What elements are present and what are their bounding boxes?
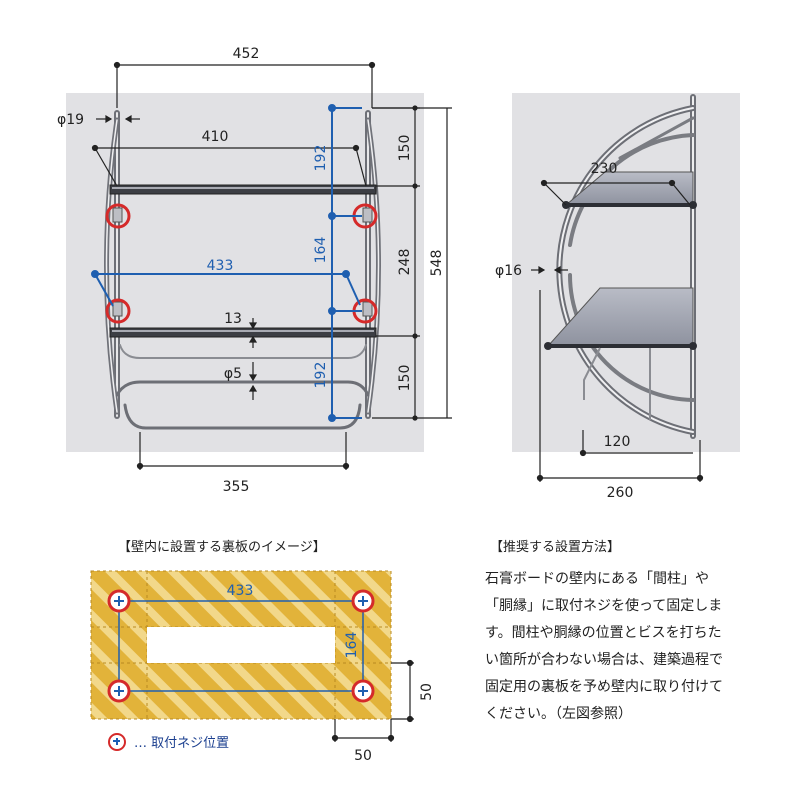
- dim-inner-410: 410: [202, 129, 229, 145]
- front-dimension-lines: [91, 61, 452, 470]
- dim-rod-diameter: φ5: [224, 366, 242, 382]
- screw-marker-top-left: [105, 203, 131, 229]
- front-photo-bg: [66, 93, 424, 452]
- method-line: 石膏ボードの壁内にある「間柱」や: [485, 571, 709, 587]
- dim-rail-13: 13: [224, 311, 242, 327]
- backing-heading: 【壁内に設置する裏板のイメージ】: [118, 540, 326, 555]
- front-view: 452 φ19 410 355 13 φ5 150 248 548 150 43…: [57, 46, 452, 495]
- side-dimension-lines: [531, 179, 704, 482]
- dim-bottom-355: 355: [223, 479, 250, 495]
- dim-depth-120: 120: [604, 434, 631, 450]
- method-line: い箇所が合わない場合は、建築過程で: [485, 652, 723, 668]
- dim-height-150-top: 150: [397, 135, 413, 162]
- dim-height-248: 248: [397, 249, 413, 276]
- backing-dim-50-horizontal: 50: [354, 748, 372, 764]
- screw-marker-bottom-left: [105, 298, 131, 324]
- screw-position-icon: [108, 732, 126, 751]
- method-line: ください。（左図参照）: [485, 706, 632, 722]
- backing-dim-50-vertical: 50: [419, 683, 435, 701]
- method-line: す。間柱や胴縁の位置とビスを打ちた: [485, 625, 722, 641]
- dim-side-rod-diameter: φ16: [495, 263, 522, 279]
- screw-legend-label: … 取付ネジ位置: [134, 736, 230, 751]
- side-photo-bg: [512, 93, 740, 452]
- backing-board-diagram: 433 164 50 50: [90, 570, 435, 764]
- method-description: 石膏ボードの壁内にある「間柱」や 「胴縁」に取付ネジを使って固定しま す。間柱や…: [485, 566, 775, 728]
- screw-legend: … 取付ネジ位置: [108, 732, 229, 751]
- dim-width-452: 452: [233, 46, 260, 62]
- dim-gap-192-bottom: 192: [313, 362, 329, 389]
- dim-height-548: 548: [429, 250, 445, 277]
- method-heading: 【推奨する設置方法】: [490, 540, 621, 555]
- dim-depth-260: 260: [607, 485, 634, 501]
- dim-shelf-230: 230: [591, 161, 618, 177]
- dim-height-150-bottom: 150: [397, 365, 413, 392]
- backing-board-cutout: [147, 627, 335, 663]
- dim-pipe-diameter: φ19: [57, 112, 84, 128]
- dim-screw-span-433: 433: [207, 258, 234, 274]
- backing-dim-433: 433: [227, 583, 254, 599]
- front-blue-dimensions: [91, 104, 362, 422]
- method-line: 「胴縁」に取付ネジを使って固定しま: [485, 598, 723, 614]
- backing-dim-164: 164: [344, 632, 360, 659]
- backing-screw-markers: [107, 589, 375, 703]
- method-line: 固定用の裏板を予め壁内に取り付けて: [485, 679, 723, 695]
- dim-gap-164: 164: [313, 237, 329, 264]
- front-rack: [104, 110, 381, 430]
- side-view: 230 φ16 120 260: [495, 93, 740, 501]
- backing-dimension-lines: [331, 659, 414, 742]
- dim-gap-192-top: 192: [313, 145, 329, 172]
